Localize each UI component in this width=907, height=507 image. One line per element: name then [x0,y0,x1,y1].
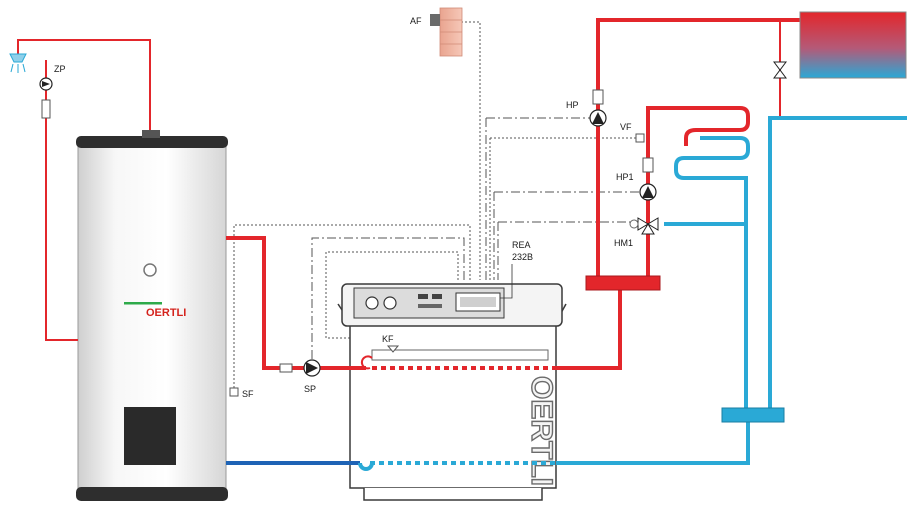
buffer-valve-icon[interactable] [773,61,787,79]
boiler-switch-2[interactable] [432,294,442,299]
af-sensor-wire [441,21,481,280]
boiler-flow-pipe [556,288,622,370]
zp-label: ZP [54,64,66,74]
sf-label: SF [242,389,254,399]
vf-label: VF [620,122,632,132]
sf-sensor-icon [229,387,239,397]
sp-check-valve [279,363,293,373]
boiler-upper-header [371,349,549,361]
hp-pump-icon[interactable] [589,89,607,127]
hp1-pump-icon[interactable] [639,157,657,201]
hp-supply-pipe [596,18,800,278]
boiler-base [363,488,543,501]
circulation-pipe [45,60,78,341]
boiler-brand-logo: OERTLI [525,376,558,486]
sf-sensor-wire [233,224,471,392]
sp-label: SP [304,384,316,394]
sp-pump-icon[interactable] [279,359,321,377]
tank-bottom-cap [76,487,228,501]
tank-charge-pipe [226,236,300,370]
hot-water-outlet-pipe [17,39,151,130]
boiler-gauge-right [383,296,397,310]
boiler-return-pipe [556,422,750,465]
hp-label: HP [566,100,579,110]
hm1-supply-pipe [646,106,740,278]
tank-thermometer [143,263,157,277]
tank-brand-stripe [124,302,162,305]
return-pipes [358,116,907,471]
kf-label: KF [382,334,394,344]
hm1-return-pipe [664,222,748,410]
zp-check-valve [41,99,51,119]
supply-manifold [585,275,661,291]
tank-access-panel [124,407,176,465]
buffer-tank [799,11,907,79]
tank-brand-logo: OERTLI [146,307,186,319]
hot-water-tank: OERTLI [76,130,228,501]
boiler-return-inlet [358,462,374,471]
hp1-label: HP1 [616,172,634,182]
af-label: AF [410,16,422,26]
boiler: OERTLI [337,283,567,501]
kf-sensor-icon [386,345,400,353]
hm1-mixing-valve-icon[interactable] [629,217,659,235]
vf-sensor-icon [635,133,645,143]
boiler-gauge-left [365,296,379,310]
heating-coil-return [674,136,750,224]
tank-top-cap [76,136,228,148]
boiler-flow-outlet [360,355,373,370]
hm1-label: HM1 [614,238,633,248]
hp1-check-valve [642,157,654,173]
boiler-switch-1[interactable] [418,294,428,299]
af-outside-sensor [430,14,440,26]
boiler-switch-bar [418,304,442,308]
kf-sensor-wire [325,251,459,339]
outside-wall [430,7,463,57]
zp-pump-icon[interactable] [39,77,53,119]
supply-pipes [17,18,800,370]
buffer-return-pipe [768,116,907,410]
tank-top-fitting [142,130,160,138]
rea-controller-screen [460,297,496,307]
rea-model-label: 232B [512,252,533,262]
sp-control-wire [311,237,465,360]
heating-coil-supply [684,106,750,146]
return-manifold [721,407,785,423]
rea-label: REA [512,240,531,250]
shower-icon [9,53,27,73]
rea-leader-line [500,264,513,299]
hp-check-valve [592,89,604,105]
